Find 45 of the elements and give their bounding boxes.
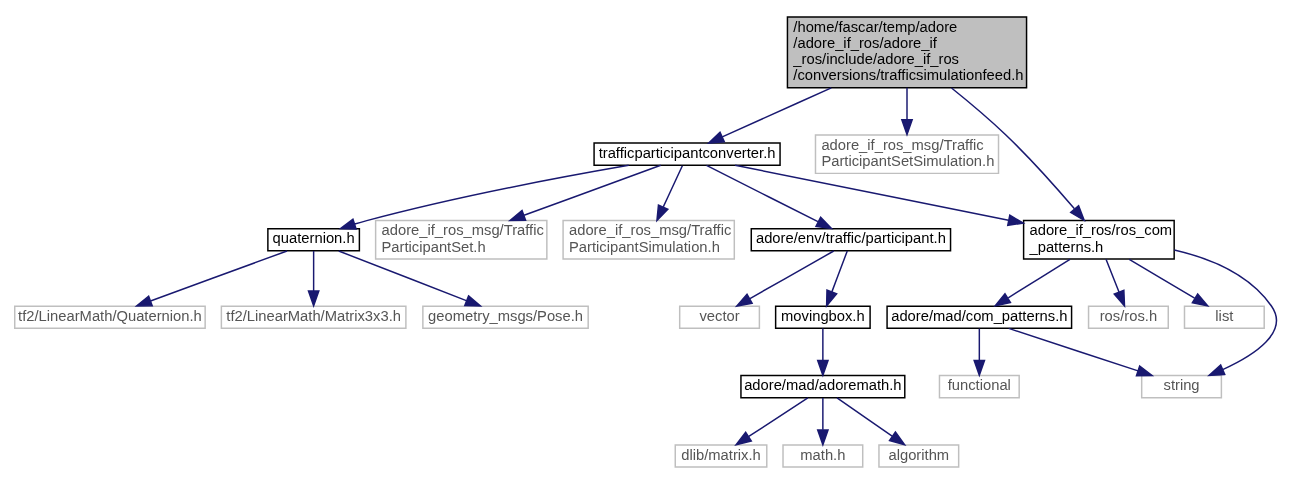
arrow — [338, 164, 630, 230]
arrow — [134, 250, 288, 307]
node-box: adore_if_ros_msg/Traffic ParticipantSetSimulation.h — [814, 134, 1000, 175]
arrow — [836, 397, 907, 446]
node-box: list — [1183, 305, 1265, 330]
arrow — [338, 250, 483, 307]
arrow — [656, 165, 684, 223]
node-box: tf2/LinearMath/Quaternion.h — [14, 305, 206, 330]
node-box: adore_if_ros/ros_com _patterns.h — [1022, 219, 1175, 260]
node-box: string — [1140, 374, 1223, 399]
node-box: adore_if_ros_msg/Traffic ParticipantSimulation.h — [562, 219, 736, 260]
arrow — [706, 87, 833, 144]
node-box: ros/ros.h — [1087, 305, 1169, 330]
arrow — [705, 164, 834, 230]
arrow — [734, 164, 1026, 227]
node-box: adore/mad/adoremath.h — [740, 374, 906, 399]
node-box: adore/mad/com_patterns.h — [886, 305, 1073, 330]
node-box: math.h — [782, 444, 864, 468]
arrow — [816, 327, 830, 378]
arrow — [993, 258, 1071, 308]
node-box: adore_if_ros_msg/Traffic ParticipantSet.h — [374, 219, 548, 260]
node-box: /home/fascar/temp/adore /adore_if_ros/adore_if _ros/include/adore_if_ros /conversions/trafficsimulationfeed.h — [786, 16, 1028, 89]
arrow — [816, 397, 830, 447]
node-box: algorithm — [878, 444, 960, 468]
node-box: dlib/matrix.h — [674, 444, 768, 468]
node-box: quaternion.h — [267, 228, 361, 252]
node-box: geometry_msgs/Pose.h — [422, 305, 589, 330]
node-box: tf2/LinearMath/Matrix3x3.h — [220, 305, 407, 330]
arrow — [1128, 258, 1210, 308]
arrow — [900, 87, 914, 137]
arrow — [307, 250, 320, 309]
arrow — [973, 327, 986, 378]
arrow — [734, 250, 835, 308]
node-box: trafficparticipantconverter.h — [593, 142, 781, 166]
arrow — [1173, 249, 1278, 377]
arrow — [1105, 258, 1126, 308]
arrow — [1008, 327, 1155, 377]
arrow — [507, 164, 662, 222]
arrow — [825, 250, 848, 308]
arrow — [734, 397, 809, 446]
node-box: movingbox.h — [774, 305, 871, 330]
node-box: functional — [938, 374, 1020, 399]
node-box: adore/env/traffic/participant.h — [750, 228, 952, 252]
arrow — [950, 87, 1086, 223]
node-box: vector — [678, 305, 761, 330]
